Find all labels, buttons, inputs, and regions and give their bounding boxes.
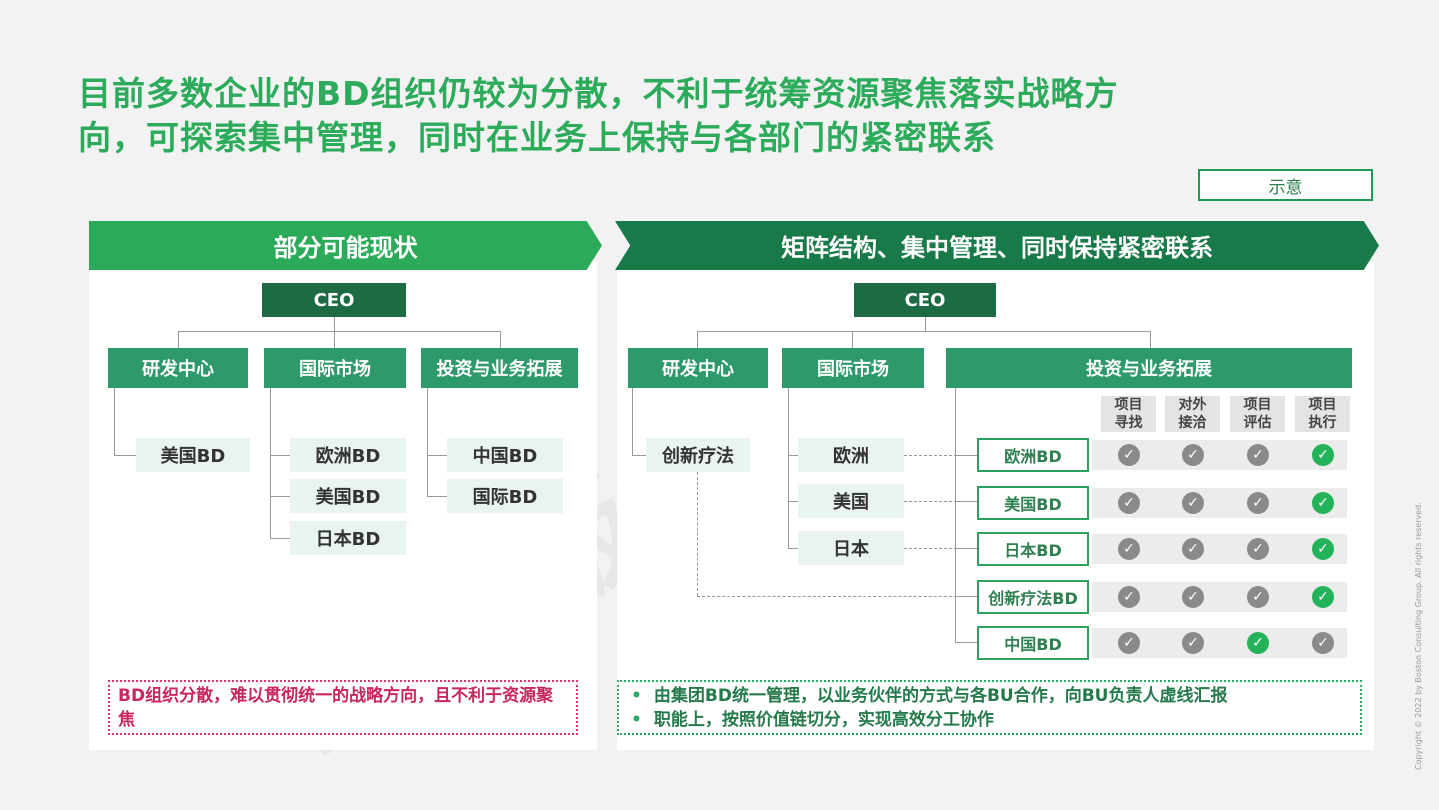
copyright: Copyright © 2022 by Boston Consulting Gr… (1414, 502, 1423, 770)
check-inactive-icon: ✓ (1118, 492, 1140, 514)
check-inactive-icon: ✓ (1182, 492, 1204, 514)
matrix-row-label: 中国BD (977, 626, 1089, 660)
check-inactive-icon: ✓ (1182, 586, 1204, 608)
right-intl-child: 日本 (798, 531, 904, 565)
check-inactive-icon: ✓ (1118, 586, 1140, 608)
left-intl-child: 欧洲BD (290, 438, 406, 472)
left-note: BD组织分散，难以贯彻统一的战略方向，且不利于资源聚焦 (108, 680, 578, 735)
check-inactive-icon: ✓ (1312, 632, 1334, 654)
left-dept-intl: 国际市场 (264, 348, 406, 388)
right-dept-invest: 投资与业务拓展 (946, 348, 1352, 388)
title-line-2: 向，可探索集中管理，同时在业务上保持与各部门的紧密联系 (78, 118, 996, 157)
right-intl-child: 美国 (798, 484, 904, 518)
check-inactive-icon: ✓ (1247, 444, 1269, 466)
check-active-icon: ✓ (1312, 444, 1334, 466)
col-header: 项目评估 (1230, 396, 1285, 432)
check-inactive-icon: ✓ (1182, 632, 1204, 654)
right-intl-child: 欧洲 (798, 438, 904, 472)
left-panel-header: 部分可能现状 (89, 221, 602, 270)
matrix-row-label: 创新疗法BD (977, 580, 1089, 614)
check-inactive-icon: ✓ (1118, 538, 1140, 560)
right-rd-child: 创新疗法 (646, 438, 750, 472)
left-intl-child: 美国BD (290, 479, 406, 513)
left-rd-child: 美国BD (136, 438, 250, 472)
check-active-icon: ✓ (1312, 492, 1334, 514)
right-ceo-box: CEO (854, 283, 996, 317)
matrix-row-label: 日本BD (977, 532, 1089, 566)
right-dept-intl: 国际市场 (782, 348, 924, 388)
check-inactive-icon: ✓ (1118, 444, 1140, 466)
check-active-icon: ✓ (1247, 632, 1269, 654)
right-dept-rd: 研发中心 (628, 348, 768, 388)
check-inactive-icon: ✓ (1182, 538, 1204, 560)
check-inactive-icon: ✓ (1118, 632, 1140, 654)
left-intl-child: 日本BD (290, 521, 406, 555)
left-invest-child: 中国BD (447, 438, 563, 472)
check-inactive-icon: ✓ (1247, 492, 1269, 514)
check-inactive-icon: ✓ (1182, 444, 1204, 466)
matrix-row-label: 美国BD (977, 486, 1089, 520)
check-active-icon: ✓ (1312, 538, 1334, 560)
left-ceo-box: CEO (262, 283, 406, 317)
title-line-1: 目前多数企业的BD组织仍较为分散，不利于统筹资源聚焦落实战略方 (78, 74, 1119, 113)
page-title: 目前多数企业的BD组织仍较为分散，不利于统筹资源聚焦落实战略方 向，可探索集中管… (78, 72, 1378, 160)
check-inactive-icon: ✓ (1247, 586, 1269, 608)
left-dept-invest: 投资与业务拓展 (421, 348, 578, 388)
col-header: 项目寻找 (1101, 396, 1156, 432)
left-invest-child: 国际BD (447, 479, 563, 513)
matrix-row-label: 欧洲BD (977, 438, 1089, 472)
right-note-item: 由集团BD统一管理，以业务伙伴的方式与各BU合作，向BU负责人虚线汇报 (631, 684, 1348, 708)
col-header: 项目执行 (1295, 396, 1350, 432)
check-active-icon: ✓ (1312, 586, 1334, 608)
right-panel-header: 矩阵结构、集中管理、同时保持紧密联系 (615, 221, 1379, 270)
col-header: 对外接洽 (1165, 396, 1220, 432)
right-note: 由集团BD统一管理，以业务伙伴的方式与各BU合作，向BU负责人虚线汇报 职能上，… (617, 680, 1362, 735)
right-note-item: 职能上，按照价值链切分，实现高效分工协作 (631, 708, 1348, 732)
left-dept-rd: 研发中心 (108, 348, 248, 388)
illustrative-tag: 示意 (1198, 169, 1373, 201)
check-inactive-icon: ✓ (1247, 538, 1269, 560)
